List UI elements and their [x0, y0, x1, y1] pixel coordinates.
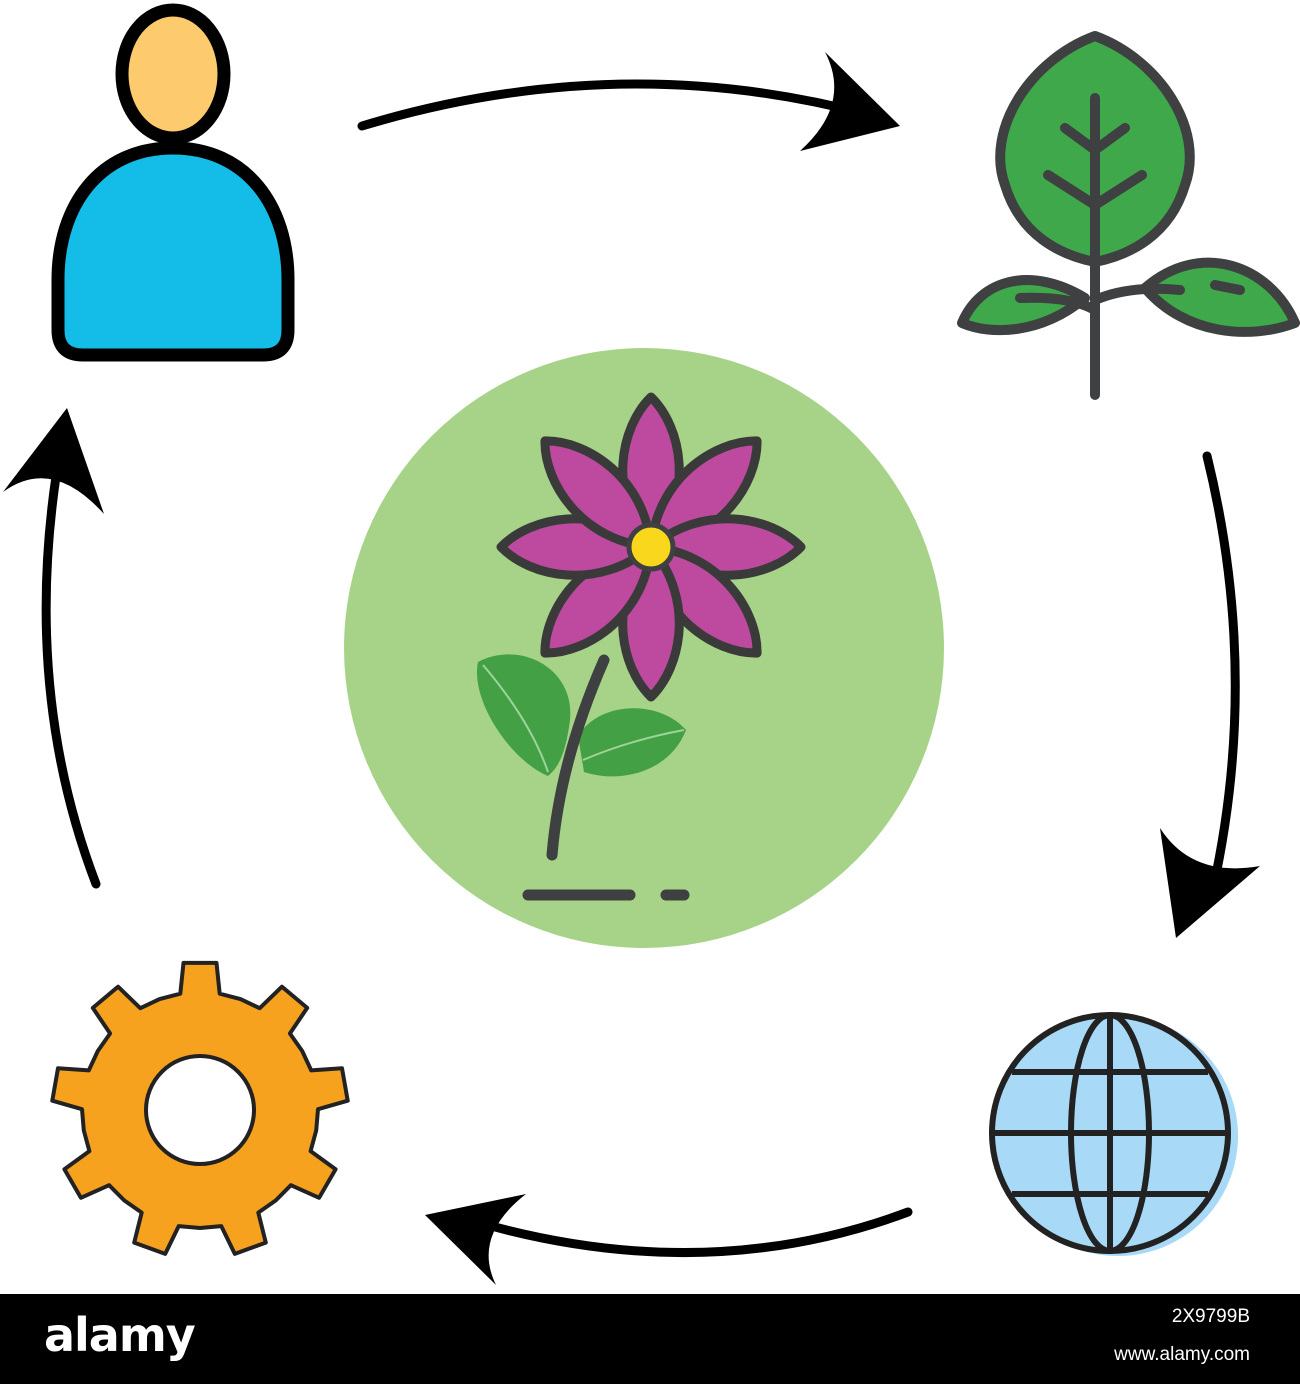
plant-vein-3	[1043, 170, 1100, 210]
gear-icon	[50, 960, 350, 1256]
globe-icon	[989, 1012, 1238, 1256]
arrowhead-left	[425, 1194, 526, 1285]
plant-left-leaf	[957, 275, 1090, 336]
plant-vein-2	[1090, 123, 1130, 155]
plant-dash	[1210, 280, 1245, 295]
center-flower-group	[344, 348, 944, 948]
leaf-vein-right	[582, 729, 685, 761]
flower-petal	[540, 436, 656, 552]
plant-icon	[957, 31, 1300, 400]
plant-right-leaf	[1140, 257, 1300, 337]
cycle-diagram	[3, 3, 1300, 1285]
footer-bar: alamy 2X9799B www.alamy.com	[0, 1294, 1300, 1384]
image-id: 2X9799B	[1171, 1306, 1250, 1327]
flower-petals	[496, 392, 806, 702]
site-url: www.alamy.com	[1114, 1344, 1250, 1365]
arrow-gear-to-person	[41, 435, 101, 889]
cycle-arrows	[41, 79, 1240, 1257]
flower-stem	[546, 654, 610, 861]
gear-hole	[144, 1054, 256, 1166]
arrowhead-up	[3, 408, 104, 514]
arrow-plant-to-globe	[1202, 451, 1240, 907]
plant-branch-right	[1090, 283, 1185, 305]
person-icon	[51, 3, 295, 362]
cycle-diagram-canvas	[3, 3, 1300, 1285]
plant-vein-4	[1090, 170, 1147, 210]
arrowhead-down	[1160, 828, 1260, 938]
flower-center	[626, 522, 676, 572]
leaf-vein-left	[482, 664, 549, 773]
plant-vein-1	[1060, 123, 1100, 155]
arrowhead-right	[800, 52, 900, 151]
plant-branch-left	[1015, 292, 1100, 315]
arrow-globe-to-gear	[458, 1207, 913, 1257]
arrowheads	[3, 52, 1260, 1285]
brand-logo: alamy	[44, 1308, 196, 1362]
person-head	[115, 3, 231, 145]
arrow-person-to-plant	[357, 79, 875, 131]
person-body	[51, 141, 295, 362]
